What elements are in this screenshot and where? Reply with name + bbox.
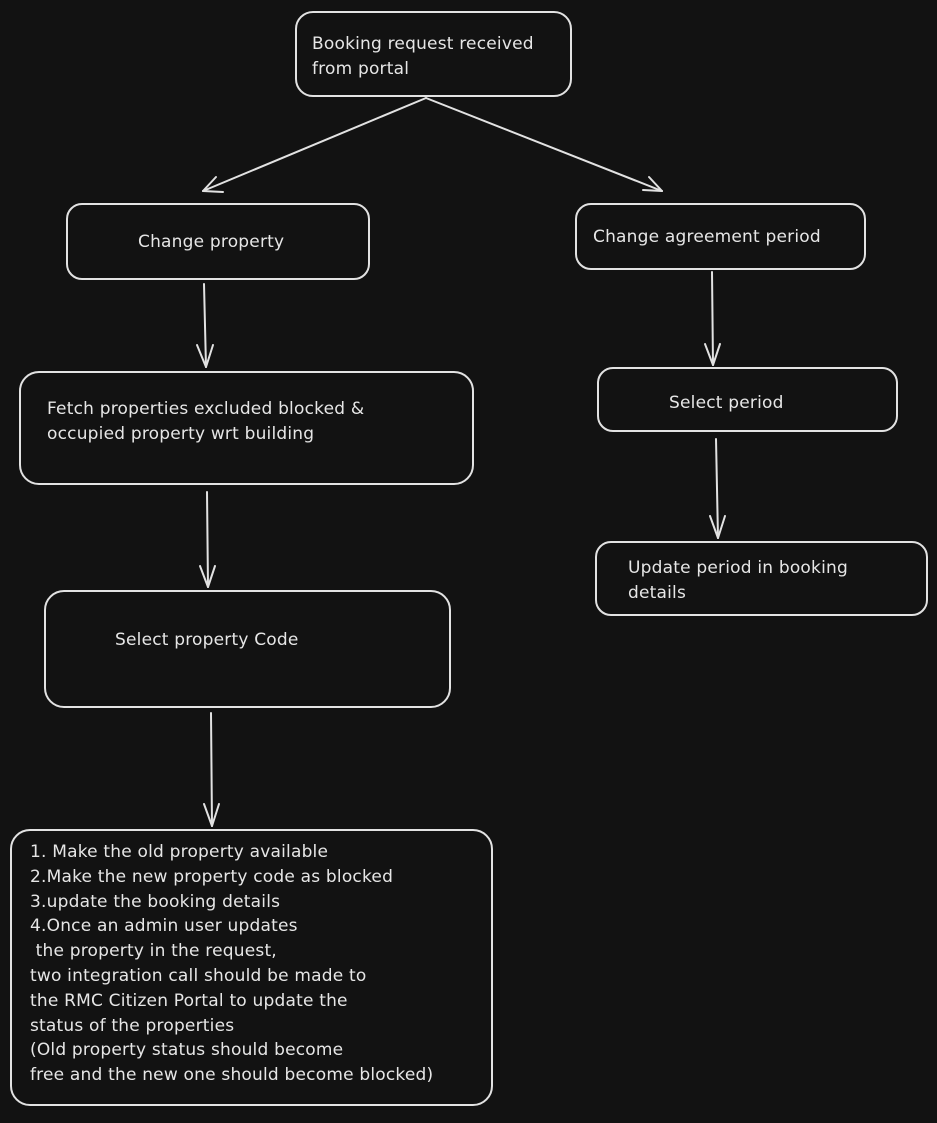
node-update-period-label: Update period in booking details	[628, 558, 848, 603]
arrow-fetch-to-select-code	[199, 491, 216, 588]
arrow-booking-to-change-property	[202, 97, 427, 193]
node-steps: 1. Make the old property available 2.Mak…	[10, 829, 493, 1106]
node-booking-request-label: Booking request received from portal	[312, 34, 534, 79]
arrow-change-agreement-to-select-period	[704, 271, 721, 366]
node-booking-request: Booking request received from portal	[295, 11, 572, 97]
node-fetch-properties-label: Fetch properties excluded blocked & occu…	[47, 399, 365, 444]
node-change-agreement-period: Change agreement period	[575, 203, 866, 270]
node-change-agreement-period-label: Change agreement period	[593, 227, 821, 247]
node-select-period-label: Select period	[669, 393, 784, 413]
arrow-change-property-to-fetch	[196, 283, 214, 368]
arrow-select-code-to-steps	[203, 712, 220, 827]
node-steps-label: 1. Make the old property available 2.Mak…	[30, 842, 434, 1086]
node-select-property-code: Select property Code	[44, 590, 451, 708]
node-select-property-code-label: Select property Code	[115, 630, 299, 650]
arrow-select-period-to-update	[709, 438, 726, 539]
node-fetch-properties: Fetch properties excluded blocked & occu…	[19, 371, 474, 485]
node-change-property-label: Change property	[138, 232, 285, 252]
node-select-period: Select period	[597, 367, 898, 432]
node-change-property: Change property	[66, 203, 370, 280]
arrow-booking-to-change-agreement	[425, 97, 663, 192]
node-update-period: Update period in booking details	[595, 541, 928, 616]
